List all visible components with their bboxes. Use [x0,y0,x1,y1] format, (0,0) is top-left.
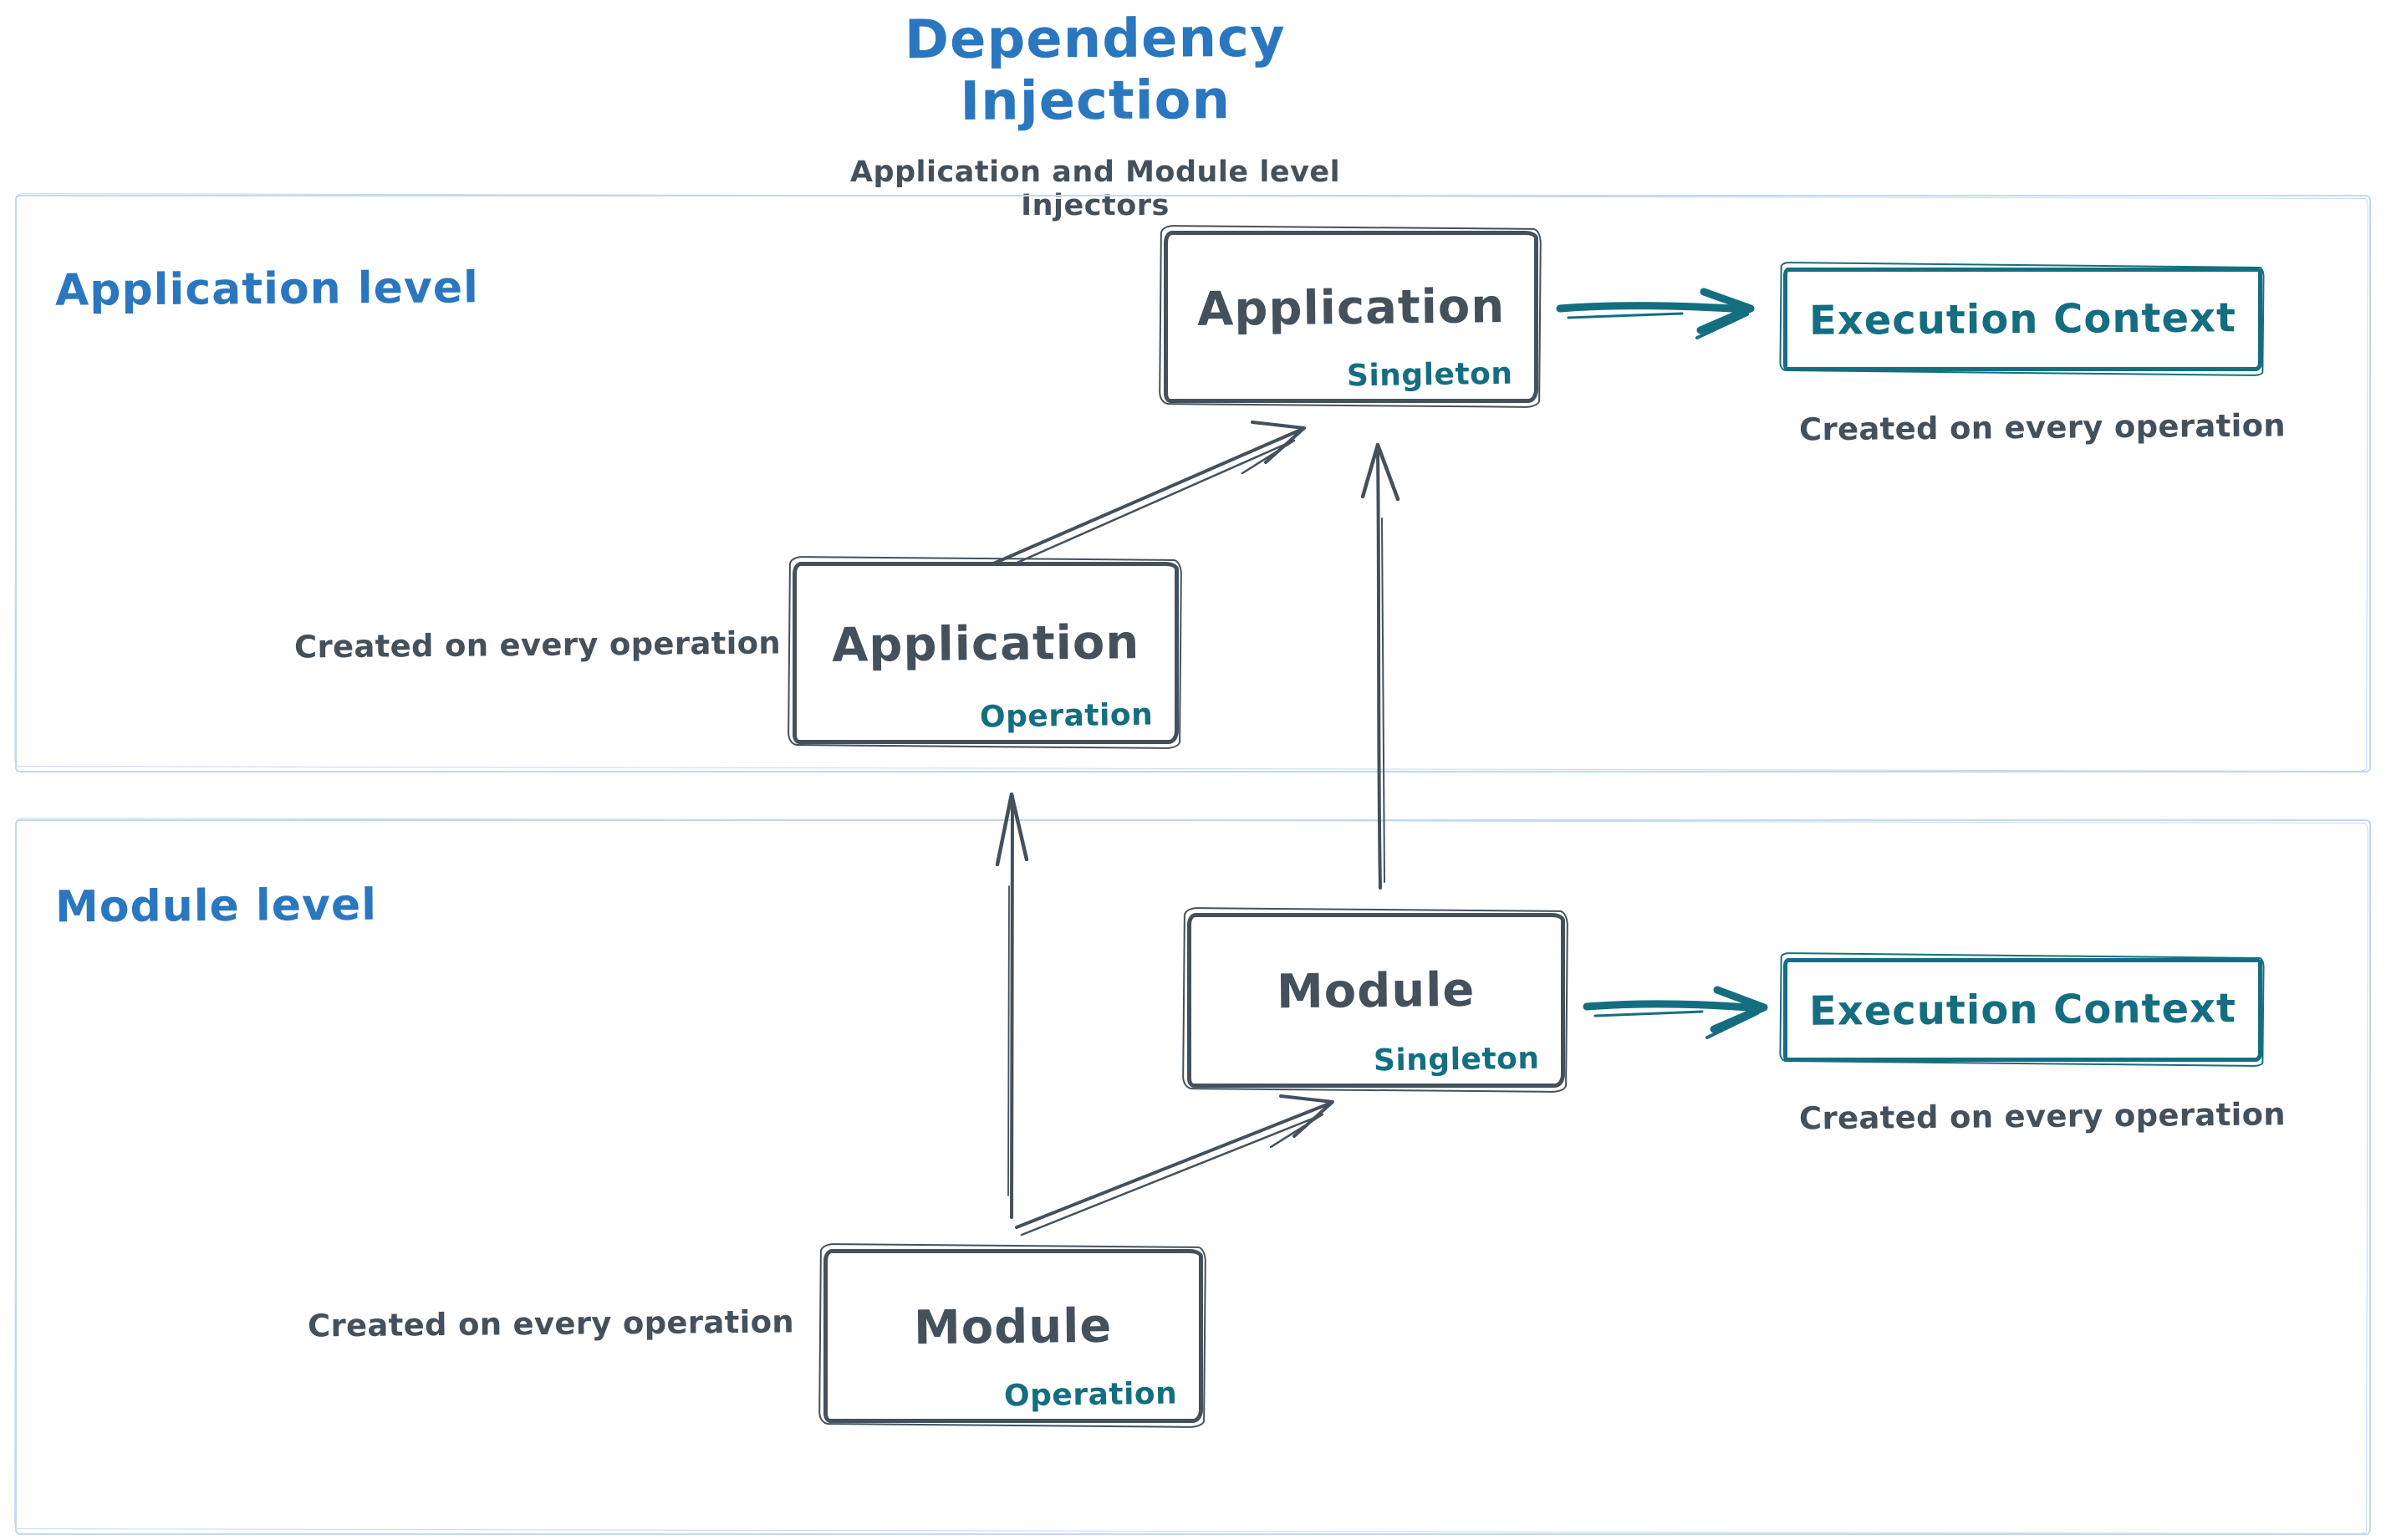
node-execution-context-module: Execution Context [1783,958,2262,1062]
node-module-singleton: Module Singleton [1187,913,1565,1088]
arrow-module-operation-to-app-operation [995,792,1029,1219]
node-application-singleton: Application Singleton [1164,231,1538,403]
arrow-app-operation-to-app-singleton [976,421,1306,579]
module-level-panel [15,819,2371,1535]
application-level-panel [15,195,2371,773]
node-title: Application [831,614,1140,673]
caption-app-exec-created: Created on every operation [1798,407,2287,448]
node-title: Module [913,1298,1113,1355]
singleton-badge: Singleton [1373,1041,1540,1079]
caption-module-operation-created: Created on every operation [307,1303,795,1344]
application-level-label: Application level [54,263,480,316]
arrow-module-operation-to-module-singleton [1015,1094,1334,1237]
execution-context-title: Execution Context [1808,985,2237,1035]
arrow-module-singleton-to-execution-context [1583,986,1768,1039]
node-title: Module [1276,962,1476,1020]
caption-module-exec-created: Created on every operation [1798,1096,2287,1137]
node-application-operation: Application Operation [793,562,1179,744]
node-execution-context-application: Execution Context [1783,268,2262,371]
execution-context-title: Execution Context [1808,294,2237,344]
operation-badge: Operation [979,697,1154,735]
node-module-operation: Module Operation [823,1249,1203,1423]
arrow-app-singleton-to-execution-context [1556,288,1755,339]
operation-badge: Operation [1003,1376,1178,1414]
arrow-module-singleton-to-app-singleton [1360,442,1400,890]
module-level-label: Module level [54,880,378,933]
caption-app-operation-created: Created on every operation [293,625,782,665]
singleton-badge: Singleton [1346,356,1513,394]
node-title: Application [1196,278,1506,337]
